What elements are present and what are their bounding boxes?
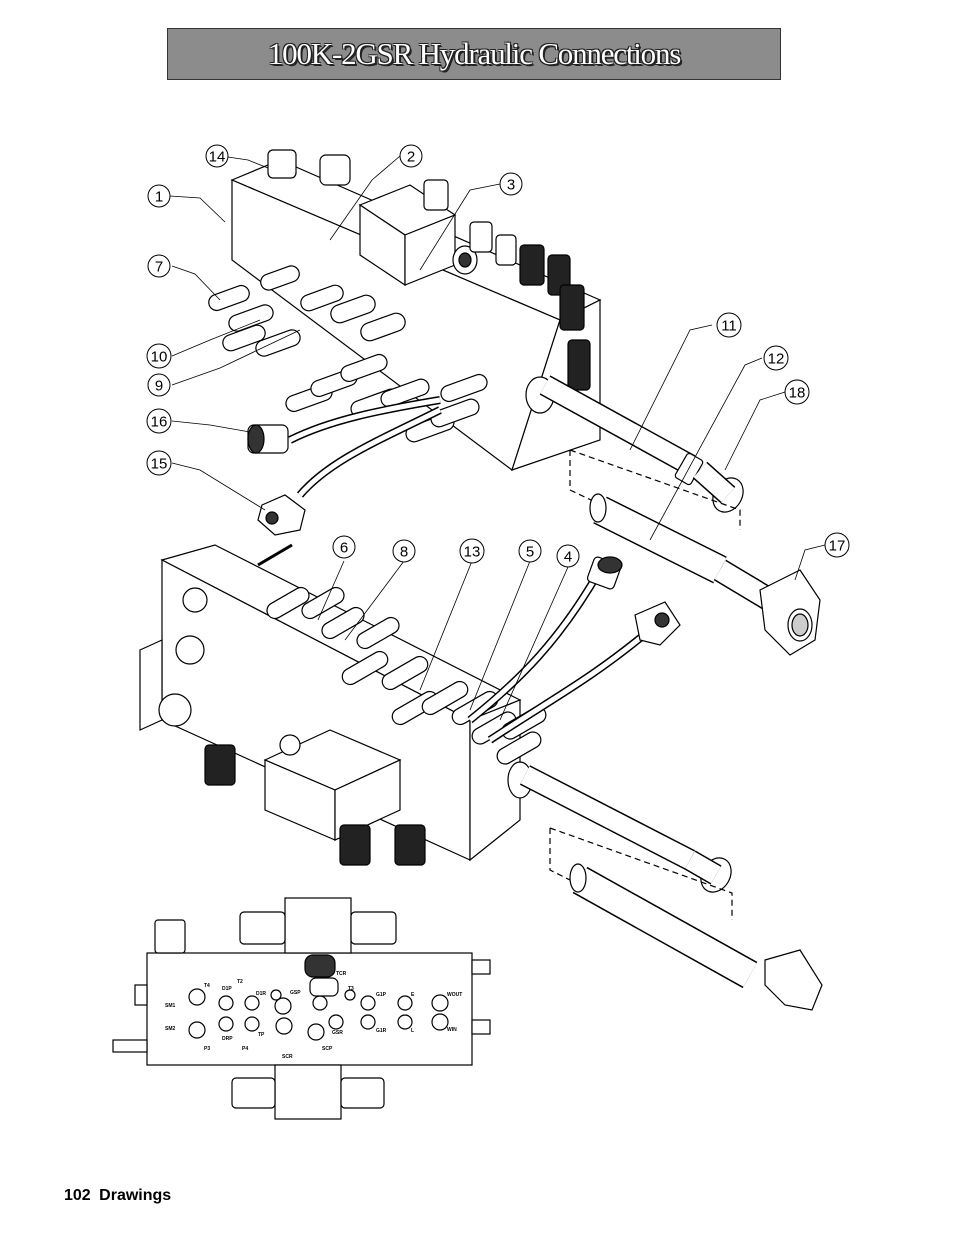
callout-3-circle xyxy=(499,172,523,196)
port-label: WOUT xyxy=(447,992,462,998)
callout-9-circle xyxy=(147,373,171,397)
callout-1-circle xyxy=(147,184,171,208)
callout-number: 2 xyxy=(407,149,415,166)
port-label: T4 xyxy=(204,983,210,989)
callout-number: 7 xyxy=(155,259,163,276)
top-manifold-assembly xyxy=(208,149,821,656)
callout-number: 6 xyxy=(340,540,348,557)
port-label: T3 xyxy=(348,986,354,992)
callout-5-circle xyxy=(518,539,542,563)
page-title: 100K-2GSR Hydraulic Connections xyxy=(267,36,681,71)
callout-number: 9 xyxy=(155,378,163,395)
port-label: SCR xyxy=(282,1054,293,1060)
callout-number: 12 xyxy=(768,351,785,368)
callout-number: 16 xyxy=(151,414,168,431)
callout-18-circle xyxy=(784,379,810,405)
port-label: GSR xyxy=(332,1030,343,1036)
callout-number: 5 xyxy=(526,544,534,561)
callout-leaders xyxy=(169,155,826,721)
callout-number: 3 xyxy=(507,177,515,194)
port-label: GSP xyxy=(290,990,301,996)
port-label: D1P xyxy=(222,986,232,992)
title-banner: 100K-2GSR Hydraulic Connections xyxy=(167,28,781,80)
callout-number: 4 xyxy=(564,549,572,566)
port-label: SM1 xyxy=(165,1003,176,1009)
port-label: T2 xyxy=(237,979,243,985)
port-label: L xyxy=(411,1028,414,1034)
port-label: DRP xyxy=(222,1036,233,1042)
callout-number: 11 xyxy=(721,318,737,335)
callout-14-circle xyxy=(205,144,229,168)
port-label: P3 xyxy=(204,1046,210,1052)
port-label: TP xyxy=(258,1032,265,1038)
port-label: P4 xyxy=(242,1046,248,1052)
page-number: 102 xyxy=(64,1187,91,1204)
port-label: E xyxy=(411,992,415,998)
callout-7-circle xyxy=(147,254,171,278)
port-label: G1R xyxy=(376,1028,387,1034)
callout-8-circle xyxy=(392,539,416,563)
callout-number: 8 xyxy=(400,544,408,561)
section-name: Drawings xyxy=(99,1187,172,1204)
callout-12-circle xyxy=(763,345,789,371)
callout-6-circle xyxy=(332,535,356,559)
port-label: SCP xyxy=(322,1046,333,1052)
callout-16-circle xyxy=(146,408,172,434)
callout-number: 10 xyxy=(151,349,168,366)
callout-2-circle xyxy=(399,144,423,168)
bottom-manifold-front-view xyxy=(112,897,491,1120)
callout-10-circle xyxy=(146,343,172,369)
callout-13-circle xyxy=(459,538,485,564)
callout-number: 14 xyxy=(209,149,226,166)
port-label: G1P xyxy=(376,992,387,998)
callout-number: 1 xyxy=(155,189,163,206)
middle-manifold-assembly xyxy=(139,543,823,1011)
callout-15-circle xyxy=(146,450,172,476)
callout-number: 17 xyxy=(829,538,846,555)
callout-number: 18 xyxy=(789,385,806,402)
page-footer: 102 Drawings xyxy=(64,1187,171,1205)
callout-number: 15 xyxy=(151,456,168,473)
port-label: WIN xyxy=(447,1027,457,1033)
port-label: D1R xyxy=(256,991,266,997)
port-label: SM2 xyxy=(165,1026,176,1032)
callout-4-circle xyxy=(556,544,580,568)
port-label: TCR xyxy=(336,971,347,977)
callout-17-circle xyxy=(824,532,850,558)
callout-number: 13 xyxy=(464,544,481,561)
callout-11-circle xyxy=(716,312,742,338)
